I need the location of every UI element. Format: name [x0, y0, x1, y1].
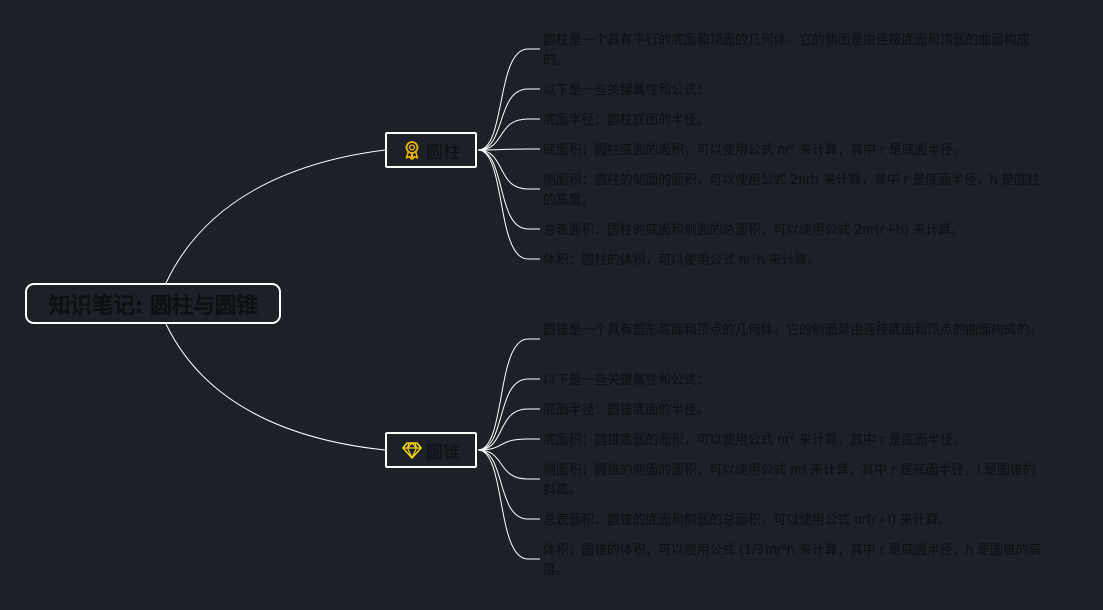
leaf-note: 底面积：圆锥底面的面积，可以使用公式 πr² 来计算，其中 r 是底面半径。: [543, 433, 966, 448]
connector-leaf: [477, 378, 540, 451]
root-title: 知识笔记: 圆柱与圆锥: [48, 293, 258, 319]
connector-leaf: [477, 338, 540, 451]
connector-leaf: [477, 48, 540, 151]
connector-leaf: [477, 449, 540, 520]
leaf-note: 侧面积：圆锥的侧面的面积，可以使用公式 πrl 来计算，其中 r 是底面半径，l…: [543, 463, 1036, 498]
leaf-note: 圆锥是一个具有圆形底面和顶点的几何体。它的侧面是由连接底面和顶点的曲面构成的。: [543, 323, 1043, 338]
leaf-note: 圆柱是一个具有平行的底面和顶面的几何体。它的侧面是由连接底面和顶面的曲面构成的。: [543, 33, 1030, 68]
diamond-icon: [402, 440, 422, 460]
leaf-note: 总表面积：圆锥的底面和侧面的总面积，可以使用公式 πr(r+l) 来计算。: [543, 513, 952, 528]
connector-leaf: [477, 149, 540, 260]
connector-leaf: [477, 408, 540, 451]
connector-leaf: [477, 149, 540, 190]
connector-root-cylinder: [165, 149, 386, 284]
leaf-note: 侧面积：圆柱的侧面的面积，可以使用公式 2πrh 来计算，其中 r 是底面半径，…: [543, 173, 1040, 208]
topic-node-cone[interactable]: 圆锥: [385, 432, 477, 468]
connector-leaf: [477, 438, 540, 451]
award-ribbon-icon: [402, 140, 422, 160]
connector-root-cone: [165, 323, 386, 451]
leaf-note: 总表面积：圆柱的底面和侧面的总面积，可以使用公式 2πr(r+h) 来计算。: [543, 223, 964, 238]
connector-leaf: [477, 118, 540, 151]
connector-leaf: [477, 449, 540, 480]
leaf-note: 以下是一些关键属性和公式：: [543, 83, 710, 98]
connector-leaf: [477, 148, 540, 151]
root-node[interactable]: 知识笔记: 圆柱与圆锥: [25, 283, 281, 324]
leaf-note: 以下是一些关键属性和公式：: [543, 373, 710, 388]
leaf-note: 体积：圆锥的体积，可以使用公式 (1/3)πr²h 来计算，其中 r 是底面半径…: [543, 543, 1042, 578]
topic-node-cylinder[interactable]: 圆柱: [385, 132, 477, 168]
leaf-note: 底面半径：圆柱底面的半径。: [543, 113, 710, 128]
connector-leaf: [477, 88, 540, 151]
connector-leaf: [477, 149, 540, 230]
leaf-note: 体积：圆柱的体积，可以使用公式 πr²h 来计算。: [543, 253, 820, 268]
topic-label: 圆锥: [426, 442, 460, 463]
topic-label: 圆柱: [426, 142, 460, 163]
leaf-note: 底面积：圆柱底面的面积，可以使用公式 πr² 来计算，其中 r 是底面半径。: [543, 143, 966, 158]
connector-leaf: [477, 449, 540, 560]
leaf-note: 底面半径：圆锥底面的半径。: [543, 403, 710, 418]
